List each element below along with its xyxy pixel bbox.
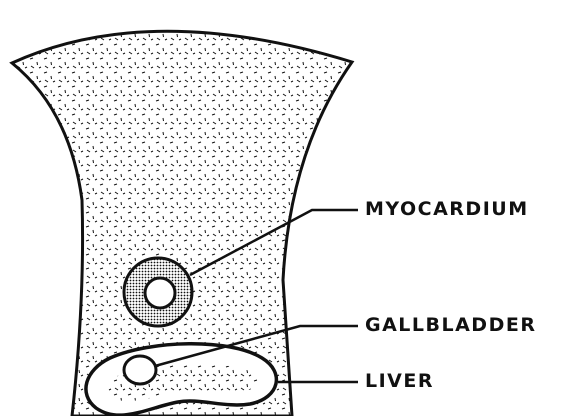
- myocardium-lumen: [145, 278, 175, 308]
- gallbladder-label: GALLBLADDER: [365, 314, 536, 336]
- gallbladder-shape: [124, 356, 156, 384]
- myocardium-label: MYOCARDIUM: [365, 198, 529, 220]
- liver-label: LIVER: [365, 370, 434, 392]
